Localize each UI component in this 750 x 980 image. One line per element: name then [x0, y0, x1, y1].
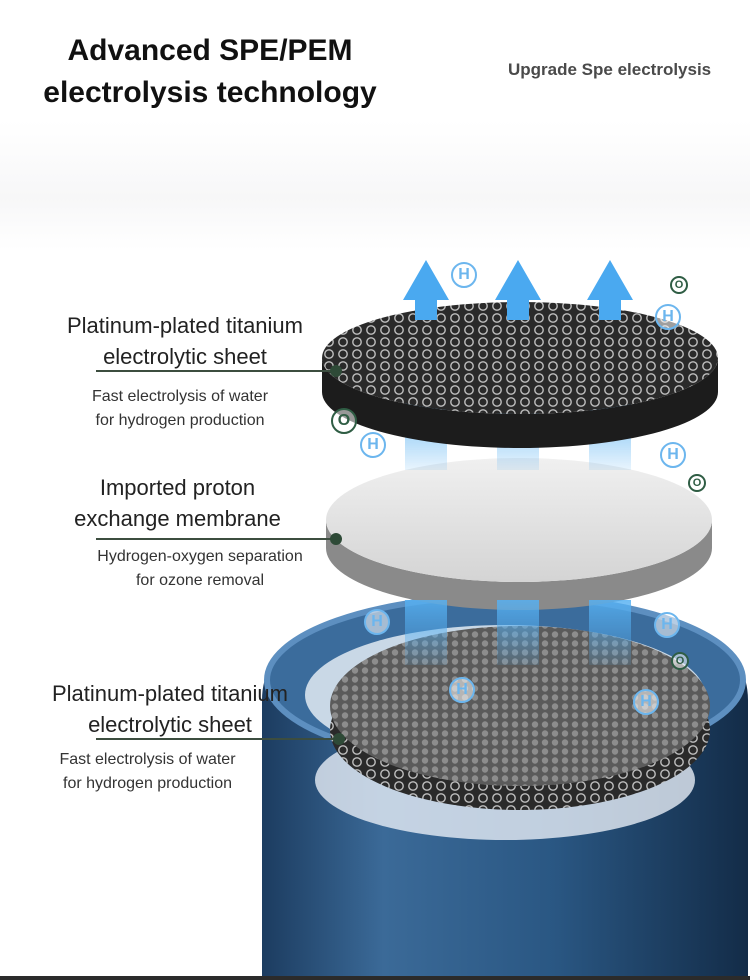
title-line-1: Advanced SPE/PEM [67, 34, 353, 67]
hydrogen-symbol-icon: H [451, 262, 477, 288]
layer-1-desc-line-1: Fast electrolysis of water [91, 388, 269, 405]
layer-3-desc-line-2: for hydrogen production [63, 775, 232, 792]
layer-2-title-line-1: Imported proton [99, 475, 256, 500]
layer-2-desc-line-1: Hydrogen-oxygen separation [97, 548, 303, 565]
proton-membrane-disc [326, 458, 712, 610]
up-arrows [403, 260, 633, 320]
background-haze [0, 120, 750, 250]
subtitle: Upgrade Spe electrolysis [508, 60, 712, 79]
layer-3-leader-dot [333, 733, 345, 745]
page-title: Advanced SPE/PEM electrolysis technology [0, 30, 420, 114]
layer-1-title: Platinum-plated titanium electrolytic sh… [45, 310, 325, 372]
layer-1-leader-dot [330, 365, 342, 377]
oxygen-symbol-icon: O [688, 474, 706, 492]
layer-2-desc-line-2: for ozone removal [135, 572, 265, 589]
top-electrolytic-sheet [322, 302, 718, 448]
bottom-electrolytic-sheet [330, 626, 710, 810]
bottom-edge [0, 976, 750, 980]
layer-3-leader-line [96, 738, 336, 740]
layer-1-leader-line [96, 370, 336, 372]
layer-1-title-line-1: Platinum-plated titanium [66, 313, 303, 338]
hydrogen-symbol-icon: H [360, 432, 386, 458]
layer-3-title-line-2: electrolytic sheet [88, 712, 252, 737]
hydrogen-symbol-icon: H [655, 304, 681, 330]
layer-1-description: Fast electrolysis of water for hydrogen … [55, 385, 305, 433]
layer-2-title-line-2: exchange membrane [74, 506, 281, 531]
layer-3-title: Platinum-plated titanium electrolytic sh… [30, 678, 310, 740]
title-line-2: electrolysis technology [43, 76, 377, 109]
layer-2-leader-line [96, 538, 336, 540]
oxygen-symbol-icon: O [670, 276, 688, 294]
hydrogen-symbol-icon: H [654, 612, 680, 638]
layer-2-description: Hydrogen-oxygen separation for ozone rem… [70, 545, 330, 593]
hydrogen-symbol-icon: H [449, 677, 475, 703]
layer-3-title-line-1: Platinum-plated titanium [51, 681, 288, 706]
hydrogen-symbol-icon: H [364, 609, 390, 635]
layer-1-title-line-2: electrolytic sheet [103, 344, 267, 369]
layer-1-desc-line-2: for hydrogen production [95, 412, 265, 429]
layer-2-leader-dot [330, 533, 342, 545]
layer-3-desc-line-1: Fast electrolysis of water [59, 751, 236, 768]
layer-2-title: Imported proton exchange membrane [45, 472, 310, 534]
hydrogen-symbol-icon: H [660, 442, 686, 468]
oxygen-symbol-icon: O [331, 408, 357, 434]
hydrogen-symbol-icon: H [633, 689, 659, 715]
oxygen-symbol-icon: O [671, 652, 689, 670]
layer-3-description: Fast electrolysis of water for hydrogen … [30, 748, 265, 796]
